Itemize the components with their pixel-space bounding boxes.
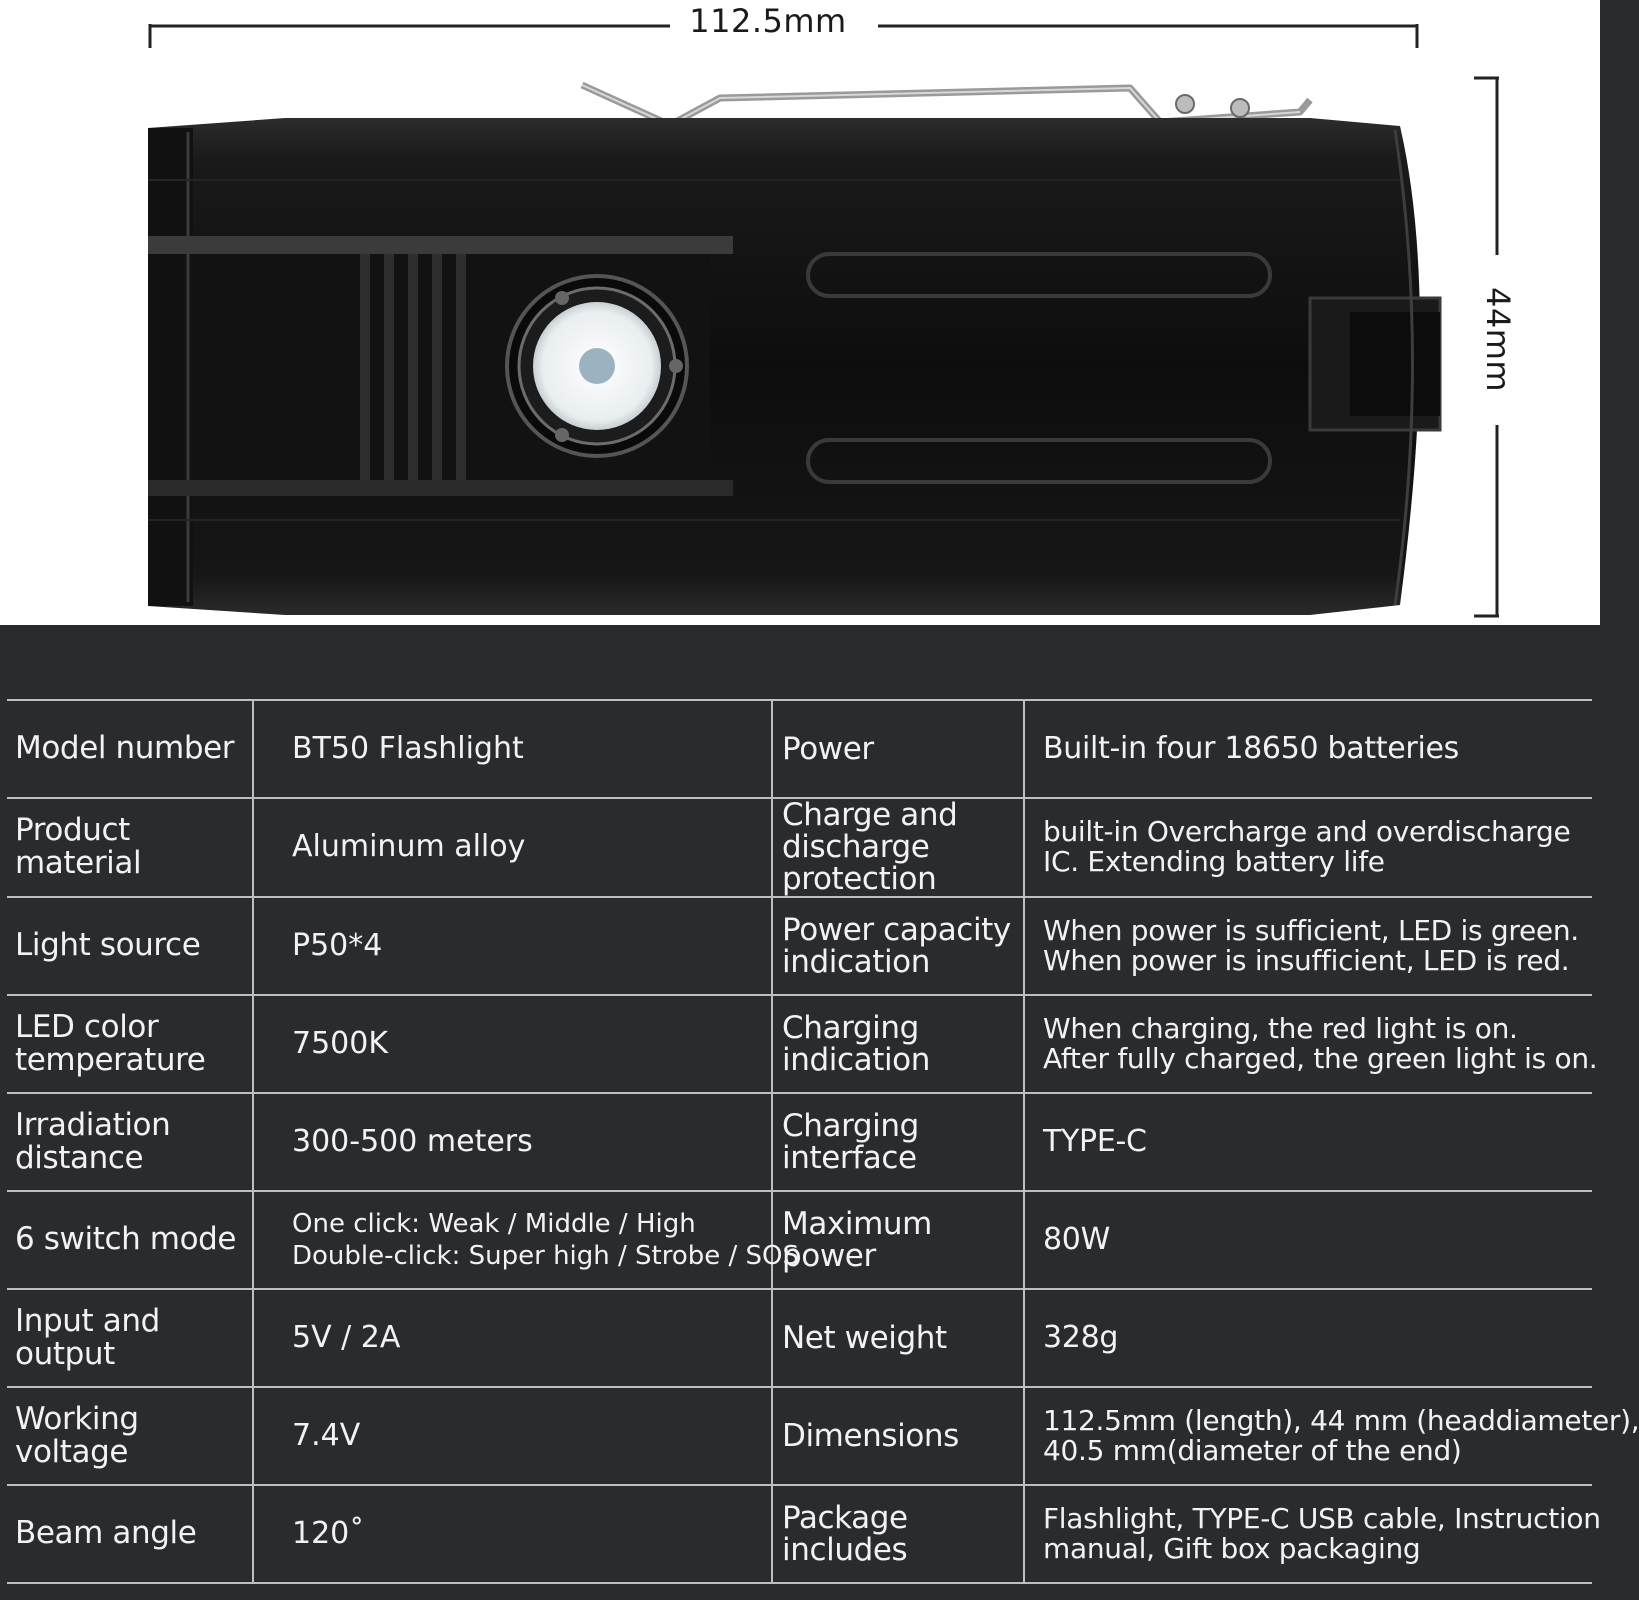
spec-value: 300-500 meters <box>252 1091 772 1192</box>
spec-value-line: When power is insufficient, LED is red. <box>1043 943 1570 977</box>
spec-value-line: built-in Overcharge and overdischarge <box>1043 815 1571 849</box>
spec-value: 5V / 2A <box>252 1287 772 1388</box>
spec-value-line: When power is sufficient, LED is green. <box>1043 913 1579 947</box>
spec-value-line: Double-click: Super high / Strobe / SOS <box>292 1240 800 1271</box>
spec-value-line: Flashlight, TYPE-C USB cable, Instructio… <box>1043 1501 1601 1535</box>
spec-value-line: When charging, the red light is on. <box>1043 1011 1518 1045</box>
product-image-area: 112.5mm 44mm <box>0 0 1600 625</box>
spec-label: Dimensions <box>771 1385 1024 1486</box>
spec-label: Light source <box>7 895 253 996</box>
head-dimension-line <box>1474 76 1499 618</box>
spec-value: When power is sufficient, LED is green.W… <box>1023 895 1592 996</box>
spec-label: 6 switch mode <box>7 1189 253 1290</box>
spec-value: TYPE-C <box>1023 1091 1592 1192</box>
spec-label: Net weight <box>771 1287 1024 1388</box>
spec-label: Input and output <box>7 1287 253 1388</box>
spec-value: 80W <box>1023 1189 1592 1290</box>
flashlight-illustration <box>148 24 1499 618</box>
spec-label: Charging interface <box>771 1091 1024 1192</box>
spec-value: P50*4 <box>252 895 772 996</box>
spec-value-line: After fully charged, the green light is … <box>1043 1041 1598 1075</box>
spec-label: Maximum power <box>771 1189 1024 1290</box>
spec-value: 7.4V <box>252 1385 772 1486</box>
spec-label: Irradiation distance <box>7 1091 253 1192</box>
head-dimension-label: 44mm <box>1479 287 1517 393</box>
spec-label: Package includes <box>771 1483 1024 1585</box>
spec-label: Power capacity indication <box>771 895 1024 996</box>
spec-label: Model number <box>7 699 253 799</box>
spec-value-line: IC. Extending battery life <box>1043 845 1385 879</box>
spec-value: Aluminum alloy <box>252 796 772 898</box>
spec-label: Product material <box>7 796 253 898</box>
flashlight-body <box>148 118 1442 615</box>
spec-value: 120˚ <box>252 1483 772 1585</box>
length-dimension-line <box>148 24 1419 48</box>
spec-label: Charging indication <box>771 993 1024 1094</box>
power-button <box>505 274 689 458</box>
spec-value-line: manual, Gift box packaging <box>1043 1531 1421 1565</box>
spec-value: 7500K <box>252 993 772 1094</box>
spec-value: When charging, the red light is on.After… <box>1023 993 1598 1094</box>
length-dimension-label: 112.5mm <box>689 2 847 40</box>
spec-value: Built-in four 18650 batteries <box>1023 699 1592 799</box>
spec-label: Working voltage <box>7 1385 253 1486</box>
spec-value: 112.5mm (length), 44 mm (headdiameter),4… <box>1023 1385 1639 1486</box>
spec-label: LED color temperature <box>7 993 253 1094</box>
spec-label: Beam angle <box>7 1483 253 1585</box>
spec-value-line: One click: Weak / Middle / High <box>292 1208 696 1239</box>
spec-value: BT50 Flashlight <box>252 699 772 799</box>
spec-value: 328g <box>1023 1287 1592 1388</box>
spec-label: Power <box>771 699 1024 799</box>
spec-value-line: 112.5mm (length), 44 mm (headdiameter), <box>1043 1403 1639 1437</box>
spec-label: Charge and discharge protection <box>771 796 1024 898</box>
spec-value: Flashlight, TYPE-C USB cable, Instructio… <box>1023 1483 1601 1585</box>
spec-value-line: 40.5 mm(diameter of the end) <box>1043 1433 1462 1467</box>
